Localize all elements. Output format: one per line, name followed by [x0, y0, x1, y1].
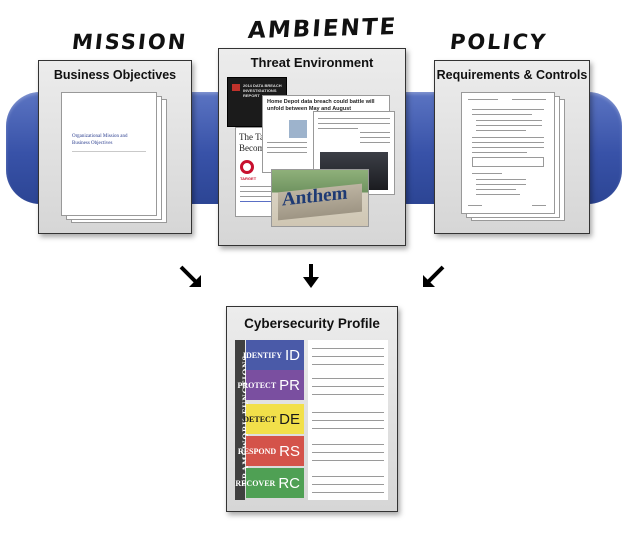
- function-recover: RECOVER RC: [235, 468, 304, 498]
- function-code: DE: [279, 410, 300, 428]
- function-code: RS: [279, 442, 300, 460]
- business-doc-title: Organizational Mission and Business Obje…: [72, 134, 128, 146]
- home-depot-headline: Home Depot data breach could battle will…: [267, 99, 375, 112]
- arrow-down-left-icon: [423, 265, 445, 287]
- framework-functions-bar: [235, 340, 245, 500]
- mission-label: MISSION: [70, 30, 189, 54]
- function-code: RC: [278, 474, 300, 492]
- requirements-controls-panel: Requirements & Controls: [434, 60, 590, 234]
- ambiente-label: AMBIENTE: [246, 14, 399, 44]
- breach-report-title: 2014 DATA BREACH INVESTIGATIONS REPORT: [243, 83, 282, 98]
- business-objectives-panel: Business Objectives Organizational Missi…: [38, 60, 192, 234]
- function-detect: DETECT DE: [243, 404, 304, 434]
- requirements-document: [461, 92, 555, 214]
- cybersecurity-profile-title: Cybersecurity Profile: [244, 316, 380, 331]
- function-name: IDENTIFY: [242, 350, 282, 360]
- threat-environment-panel: Threat Environment 2014 DATA BREACH INVE…: [218, 48, 406, 246]
- function-identify: IDENTIFY ID: [242, 340, 304, 370]
- business-objectives-title: Business Objectives: [53, 68, 177, 82]
- target-article-title: The Ta... Becom...: [239, 132, 272, 153]
- function-protect: PROTECT PR: [237, 370, 304, 400]
- arrow-down-icon: [303, 264, 319, 288]
- target-brand: TARGET: [240, 176, 257, 181]
- function-name: DETECT: [243, 414, 277, 424]
- anthem-sign-image: Anthem: [271, 169, 369, 227]
- threat-environment-title: Threat Environment: [250, 55, 374, 70]
- requirements-controls-title: Requirements & Controls: [436, 68, 588, 82]
- profile-entry-lines: [308, 340, 388, 500]
- business-objectives-document: Organizational Mission and Business Obje…: [61, 92, 157, 216]
- policy-label: POLICY: [448, 30, 549, 54]
- function-name: RESPOND: [237, 446, 277, 456]
- function-name: RECOVER: [235, 478, 276, 488]
- function-respond: RESPOND RS: [238, 436, 304, 466]
- arrow-down-right-icon: [179, 265, 201, 287]
- function-name: PROTECT: [237, 380, 277, 390]
- function-code: ID: [285, 346, 300, 364]
- function-code: PR: [279, 376, 300, 394]
